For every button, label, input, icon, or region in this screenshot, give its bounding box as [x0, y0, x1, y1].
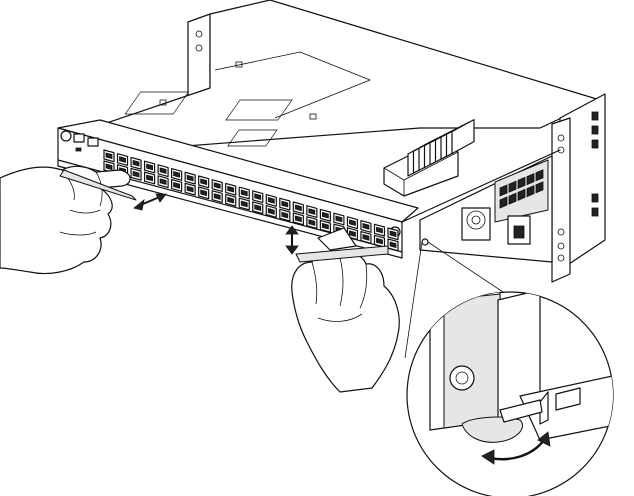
power-supply — [461, 207, 531, 245]
chassis-right-ear — [551, 117, 571, 283]
heat-sink-fins — [407, 119, 475, 177]
port-opening — [349, 230, 356, 237]
port-opening — [389, 241, 397, 249]
ear-hole — [195, 44, 203, 52]
port-opening — [146, 163, 153, 171]
port-opening — [159, 167, 167, 174]
ear-hole — [195, 30, 203, 38]
detail-screw — [449, 365, 475, 391]
installed-card-port — [499, 196, 508, 209]
ear-hole — [557, 228, 565, 236]
cover-mark — [159, 99, 167, 106]
installed-card-port — [508, 192, 517, 205]
ear-hole — [557, 254, 565, 262]
installed-card — [494, 159, 549, 223]
left-tweezer-tool — [59, 169, 137, 201]
port-opening — [186, 174, 194, 182]
vent-holes — [591, 111, 599, 217]
port-opening — [200, 178, 208, 186]
port-opening — [227, 196, 235, 204]
cover-mark — [235, 61, 243, 68]
slide-direction-arrow — [133, 193, 167, 211]
cover-panel — [225, 99, 293, 121]
installed-card-port — [526, 172, 535, 186]
installed-card-port — [535, 169, 544, 182]
port-opening — [254, 204, 262, 211]
port-opening — [240, 189, 248, 197]
heat-sink-fin — [451, 119, 475, 155]
management-ports — [73, 133, 99, 152]
port-opening — [281, 211, 289, 219]
faceplate-lip — [57, 159, 403, 259]
installed-card-port — [508, 180, 517, 193]
ear-hole — [557, 242, 565, 250]
port-opening — [173, 171, 181, 178]
port-opening — [227, 185, 235, 193]
ear-hole — [557, 134, 565, 142]
installed-card-port — [517, 188, 526, 202]
detail-magnifier — [406, 291, 614, 496]
port-opening — [335, 215, 343, 223]
port-opening — [321, 222, 329, 230]
rotation-arrow — [481, 431, 551, 465]
port-opening — [213, 193, 221, 200]
port-opening — [308, 208, 316, 215]
cover-seam — [214, 51, 301, 71]
port-opening — [294, 215, 302, 223]
detail-lever-handle — [461, 416, 523, 443]
port-opening — [362, 223, 370, 230]
installed-card-port — [499, 184, 508, 197]
installed-card-port — [526, 184, 535, 198]
port-opening — [349, 219, 356, 226]
left-hand — [0, 165, 131, 275]
port-opening — [132, 170, 140, 178]
port-opening — [173, 182, 181, 189]
port-opening — [267, 208, 275, 215]
right-hand — [291, 252, 400, 393]
cover-panel — [124, 91, 190, 115]
ear-hole — [557, 146, 565, 154]
port-opening — [240, 200, 248, 208]
cover-panel — [227, 129, 278, 147]
port-opening — [105, 152, 113, 160]
chassis — [91, 0, 606, 283]
port-opening — [389, 230, 397, 238]
port-opening — [281, 200, 289, 208]
port-opening — [294, 204, 302, 212]
cover-mark — [309, 113, 317, 120]
right-lever-tool — [295, 227, 389, 263]
installed-card-port — [535, 181, 544, 194]
chassis-top-cover — [91, 0, 601, 149]
port-opening — [200, 189, 208, 197]
port-opening — [267, 197, 275, 204]
port-opening — [376, 237, 383, 245]
faceplate-screw-left — [60, 130, 72, 142]
line-card — [57, 119, 561, 259]
port-opening — [132, 159, 140, 167]
lift-direction-arrow — [285, 225, 299, 255]
port-opening — [321, 211, 329, 219]
port-opening — [254, 193, 262, 200]
port-opening — [186, 185, 194, 193]
port-opening — [119, 156, 126, 163]
card-guide-rail — [401, 149, 561, 223]
detail-latch — [539, 391, 549, 425]
port-opening — [159, 178, 167, 185]
port-opening — [376, 226, 383, 234]
port-opening — [362, 234, 370, 241]
port-opening — [308, 219, 316, 226]
installed-card-port — [517, 176, 526, 190]
port-opening — [146, 174, 153, 182]
cover-seam — [274, 51, 372, 119]
port-opening — [213, 182, 221, 189]
port-opening — [105, 163, 113, 171]
